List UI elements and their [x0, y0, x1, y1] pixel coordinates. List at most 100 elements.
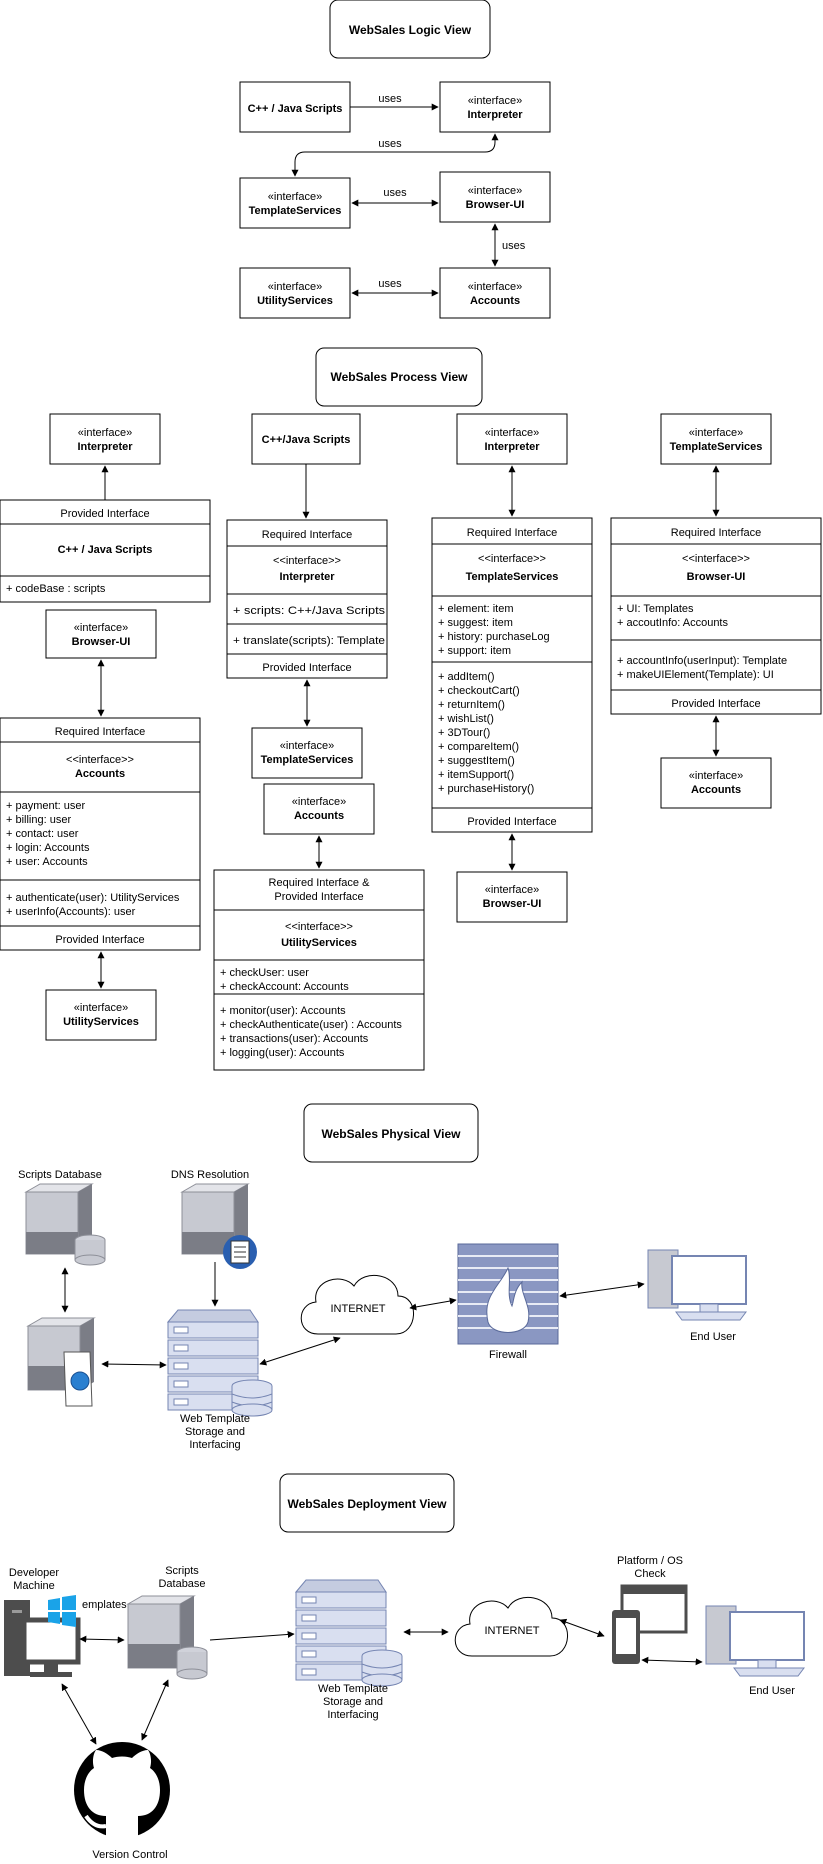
p3-op: + purchaseHistory() — [438, 783, 534, 795]
logic-accounts-stereotype: «interface» — [468, 281, 522, 293]
dep-web-template-label-3: Interfacing — [327, 1709, 378, 1721]
p1-interpreter-box — [49, 413, 161, 465]
logic-browser-ui-stereotype: «interface» — [468, 185, 522, 197]
web-server-icon — [26, 1317, 96, 1407]
phys-edge-web-storage — [101, 1360, 167, 1369]
dep-web-template-label-1: Web Template — [318, 1683, 388, 1695]
p2-interpreter-label: Interpreter — [279, 571, 335, 583]
p2-accounts-label: Accounts — [294, 810, 344, 822]
p4-template-label: TemplateServices — [670, 441, 763, 453]
p3-op: + itemSupport() — [438, 769, 514, 781]
phys-web-template-label-2: Storage and — [185, 1426, 245, 1438]
windows-icon — [48, 1595, 76, 1627]
p1-cpp-java-label: C++ / Java Scripts — [58, 544, 153, 556]
phys-web-template-label-1: Web Template — [180, 1413, 250, 1425]
p4-template-stereotype: «interface» — [689, 427, 743, 439]
p1-attr: + contact: user — [6, 828, 79, 840]
p2-utility-stereotype: <<interface>> — [285, 921, 353, 933]
developer-machine-icon — [4, 1600, 81, 1677]
p2-interpreter-stereotype: <<interface>> — [273, 555, 341, 567]
logic-cpp-java-box — [239, 81, 351, 133]
p2-util-attr: + checkUser: user — [220, 967, 309, 979]
logic-view-title: WebSales Logic View — [349, 23, 472, 37]
logic-accounts-label: Accounts — [470, 295, 520, 307]
logic-template-services-label: TemplateServices — [249, 205, 342, 217]
logic-accounts-box — [439, 267, 551, 319]
deployment-view-title: WebSales Deployment View — [288, 1497, 448, 1511]
logic-browser-ui-label: Browser-UI — [466, 199, 525, 211]
web-template-storage-icon — [166, 1309, 273, 1417]
logic-view: WebSales Logic View C++ / Java Scripts «… — [239, 0, 551, 319]
p2-util-op: + monitor(user): Accounts — [220, 1005, 346, 1017]
logic-template-services-box — [239, 177, 351, 229]
dep-developer-label-2: Machine — [13, 1580, 55, 1592]
dep-edge-internet-platform — [559, 1618, 605, 1638]
dep-platform-label-1: Platform / OS — [617, 1555, 683, 1567]
p2-utility-class-box — [213, 869, 425, 1071]
p2-cpp-box — [251, 413, 361, 465]
physical-view-title-box — [303, 1103, 479, 1163]
process-view-title: WebSales Process View — [331, 370, 469, 384]
p1-attr: + user: Accounts — [6, 856, 88, 868]
p1-attr: + billing: user — [6, 814, 71, 826]
logic-utility-services-label: UtilityServices — [257, 295, 333, 307]
github-icon — [74, 1742, 170, 1838]
p1-attr-codebase: + codeBase : scripts — [6, 583, 106, 595]
p1-accounts-stereotype: <<interface>> — [66, 754, 134, 766]
dep-scripts-label-1: Scripts — [165, 1565, 199, 1577]
p1-browser-ui-box — [45, 609, 157, 659]
p3-op: + checkoutCart() — [438, 685, 520, 697]
p2-template-box — [251, 727, 363, 779]
dep-end-user-label: End User — [749, 1685, 795, 1697]
phys-end-user-label: End User — [690, 1331, 736, 1343]
p2-req-prov-2: Provided Interface — [274, 891, 363, 903]
p2-util-attr: + checkAccount: Accounts — [220, 981, 349, 993]
p2-util-op: + logging(user): Accounts — [220, 1047, 345, 1059]
p3-op: + compareItem() — [438, 741, 519, 753]
logic-interpreter-stereotype: «interface» — [468, 95, 522, 107]
p3-template-stereotype: <<interface>> — [478, 553, 546, 565]
phys-edge-storage-internet — [259, 1336, 341, 1366]
p1-interpreter-stereotype: «interface» — [78, 427, 132, 439]
process-view: WebSales Process View «interface» Interp… — [0, 347, 822, 1071]
p1-provided-interface: Provided Interface — [60, 508, 149, 520]
platform-devices-icon — [612, 1584, 688, 1664]
internet-cloud-icon — [300, 1275, 414, 1335]
p2-req-prov-1: Required Interface & — [269, 877, 371, 889]
p4-required-interface: Required Interface — [671, 527, 762, 539]
p3-required-interface: Required Interface — [467, 527, 558, 539]
p1-utility-label: UtilityServices — [63, 1016, 139, 1028]
logic-edge-label-4: uses — [502, 240, 526, 252]
p3-op: + suggestItem() — [438, 755, 515, 767]
dep-internet-label: INTERNET — [485, 1625, 540, 1637]
p4-attr: + accoutInfo: Accounts — [617, 617, 728, 629]
p3-browser-label: Browser-UI — [483, 898, 542, 910]
dep-edge-dev-scripts — [79, 1635, 125, 1644]
p1-utility-stereotype: «interface» — [74, 1002, 128, 1014]
scripts-database-icon — [24, 1183, 106, 1266]
phys-internet-label: INTERNET — [331, 1303, 386, 1315]
dep-platform-label-2: Check — [634, 1568, 666, 1580]
p2-template-label: TemplateServices — [261, 754, 354, 766]
logic-edge-label-5: uses — [378, 278, 402, 290]
deployment-view: WebSales Deployment View Developer Machi… — [4, 1473, 805, 1861]
p3-op: + 3DTour() — [438, 727, 490, 739]
p3-op: + wishList() — [438, 713, 494, 725]
end-user-computer-icon — [647, 1249, 747, 1321]
p2-util-op: + transactions(user): Accounts — [220, 1033, 369, 1045]
p4-browser-stereotype: <<interface>> — [682, 553, 750, 565]
p2-required-interface: Required Interface — [262, 529, 353, 541]
p1-utility-box — [45, 989, 157, 1041]
dep-web-template-storage-icon — [294, 1579, 403, 1687]
p3-template-class-box — [431, 517, 593, 833]
dep-web-template-label-2: Storage and — [323, 1696, 383, 1708]
logic-edge-label-2: uses — [378, 138, 402, 150]
dep-templates-label: emplates — [82, 1599, 127, 1611]
dep-edge-scripts-storage — [209, 1630, 295, 1641]
p1-cpp-class-box — [0, 499, 211, 603]
p3-op: + returnItem() — [438, 699, 505, 711]
logic-browser-ui-box — [439, 171, 551, 223]
p3-browser-box — [456, 871, 568, 923]
p3-attr: + element: item — [438, 603, 514, 615]
p3-browser-stereotype: «interface» — [485, 884, 539, 896]
